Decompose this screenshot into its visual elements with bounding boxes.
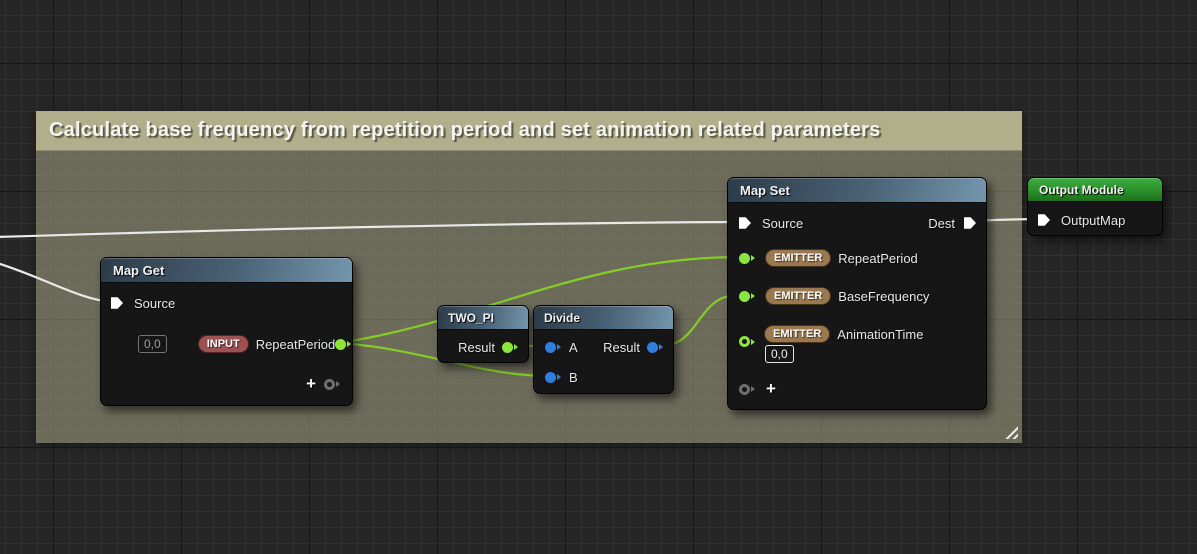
node-map-get[interactable]: Map Get Source 0,0 INPUT RepeatPeriod + bbox=[100, 257, 353, 406]
pin-label: Source bbox=[762, 215, 804, 231]
pin-label: Source bbox=[134, 295, 176, 311]
wire-exec-to-mapset-source[interactable] bbox=[0, 220, 738, 239]
pin-label: BaseFrequency bbox=[838, 288, 930, 304]
emitter-namespace-badge: EMITTER bbox=[765, 249, 832, 267]
default-value-input[interactable]: 0,0 bbox=[765, 345, 794, 363]
pin-label: Result bbox=[603, 339, 640, 355]
node-divide-header[interactable]: Divide bbox=[534, 306, 673, 330]
default-value-input[interactable]: 0,0 bbox=[138, 335, 167, 353]
node-output-module[interactable]: Output Module OutputMap bbox=[1027, 177, 1163, 236]
pin-label: AnimationTime bbox=[837, 326, 924, 342]
add-pin-button[interactable]: + bbox=[306, 374, 316, 393]
node-title: TWO_PI bbox=[448, 310, 495, 325]
emitter-namespace-badge: EMITTER bbox=[765, 287, 832, 305]
ghost-pin-icon[interactable] bbox=[739, 383, 755, 395]
wire-repeatperiod-to-mapset[interactable] bbox=[337, 255, 738, 345]
ghost-pin-icon[interactable] bbox=[324, 378, 340, 390]
value-pin-blue-icon[interactable] bbox=[545, 341, 561, 353]
node-output-module-header[interactable]: Output Module bbox=[1028, 178, 1162, 202]
node-title: Divide bbox=[544, 310, 581, 325]
add-pin-button[interactable]: + bbox=[766, 379, 776, 398]
comment-resize-handle[interactable] bbox=[1001, 422, 1018, 439]
input-namespace-badge: INPUT bbox=[197, 335, 249, 353]
exec-pin-icon[interactable] bbox=[964, 217, 976, 229]
pin-label: OutputMap bbox=[1061, 212, 1126, 228]
node-title: Map Set bbox=[740, 182, 790, 198]
node-map-set[interactable]: Map Set Source Dest EMITTER RepeatPeriod… bbox=[727, 177, 987, 410]
value-pin-green-icon[interactable] bbox=[739, 290, 755, 302]
node-divide[interactable]: Divide A Result B bbox=[533, 305, 674, 394]
exec-pin-icon[interactable] bbox=[1038, 214, 1050, 226]
pin-label: A bbox=[569, 339, 578, 355]
value-pin-green-icon[interactable] bbox=[335, 338, 352, 350]
value-pin-blue-icon[interactable] bbox=[647, 341, 663, 353]
node-two-pi[interactable]: TWO_PI Result bbox=[437, 305, 529, 363]
comment-header[interactable]: Calculate base frequency from repetition… bbox=[36, 111, 1022, 151]
value-pin-green-icon[interactable] bbox=[739, 252, 755, 264]
pin-label: Result bbox=[458, 339, 495, 355]
node-two-pi-header[interactable]: TWO_PI bbox=[438, 306, 528, 330]
exec-pin-icon[interactable] bbox=[739, 217, 751, 229]
node-title: Output Module bbox=[1039, 182, 1124, 197]
value-pin-blue-icon[interactable] bbox=[545, 371, 561, 383]
pin-label: RepeatPeriod bbox=[255, 336, 336, 352]
comment-title: Calculate base frequency from repetition… bbox=[49, 119, 881, 141]
exec-pin-icon[interactable] bbox=[111, 297, 123, 309]
emitter-namespace-badge: EMITTER bbox=[764, 325, 831, 343]
pin-label: RepeatPeriod bbox=[838, 250, 918, 266]
node-map-get-header[interactable]: Map Get bbox=[101, 258, 352, 283]
node-map-set-header[interactable]: Map Set bbox=[728, 178, 986, 203]
pin-label: B bbox=[569, 369, 578, 385]
value-pin-hollow-green-icon[interactable] bbox=[739, 336, 755, 347]
value-pin-green-icon[interactable] bbox=[502, 341, 518, 353]
pin-label: Dest bbox=[928, 215, 955, 231]
node-title: Map Get bbox=[113, 262, 165, 278]
